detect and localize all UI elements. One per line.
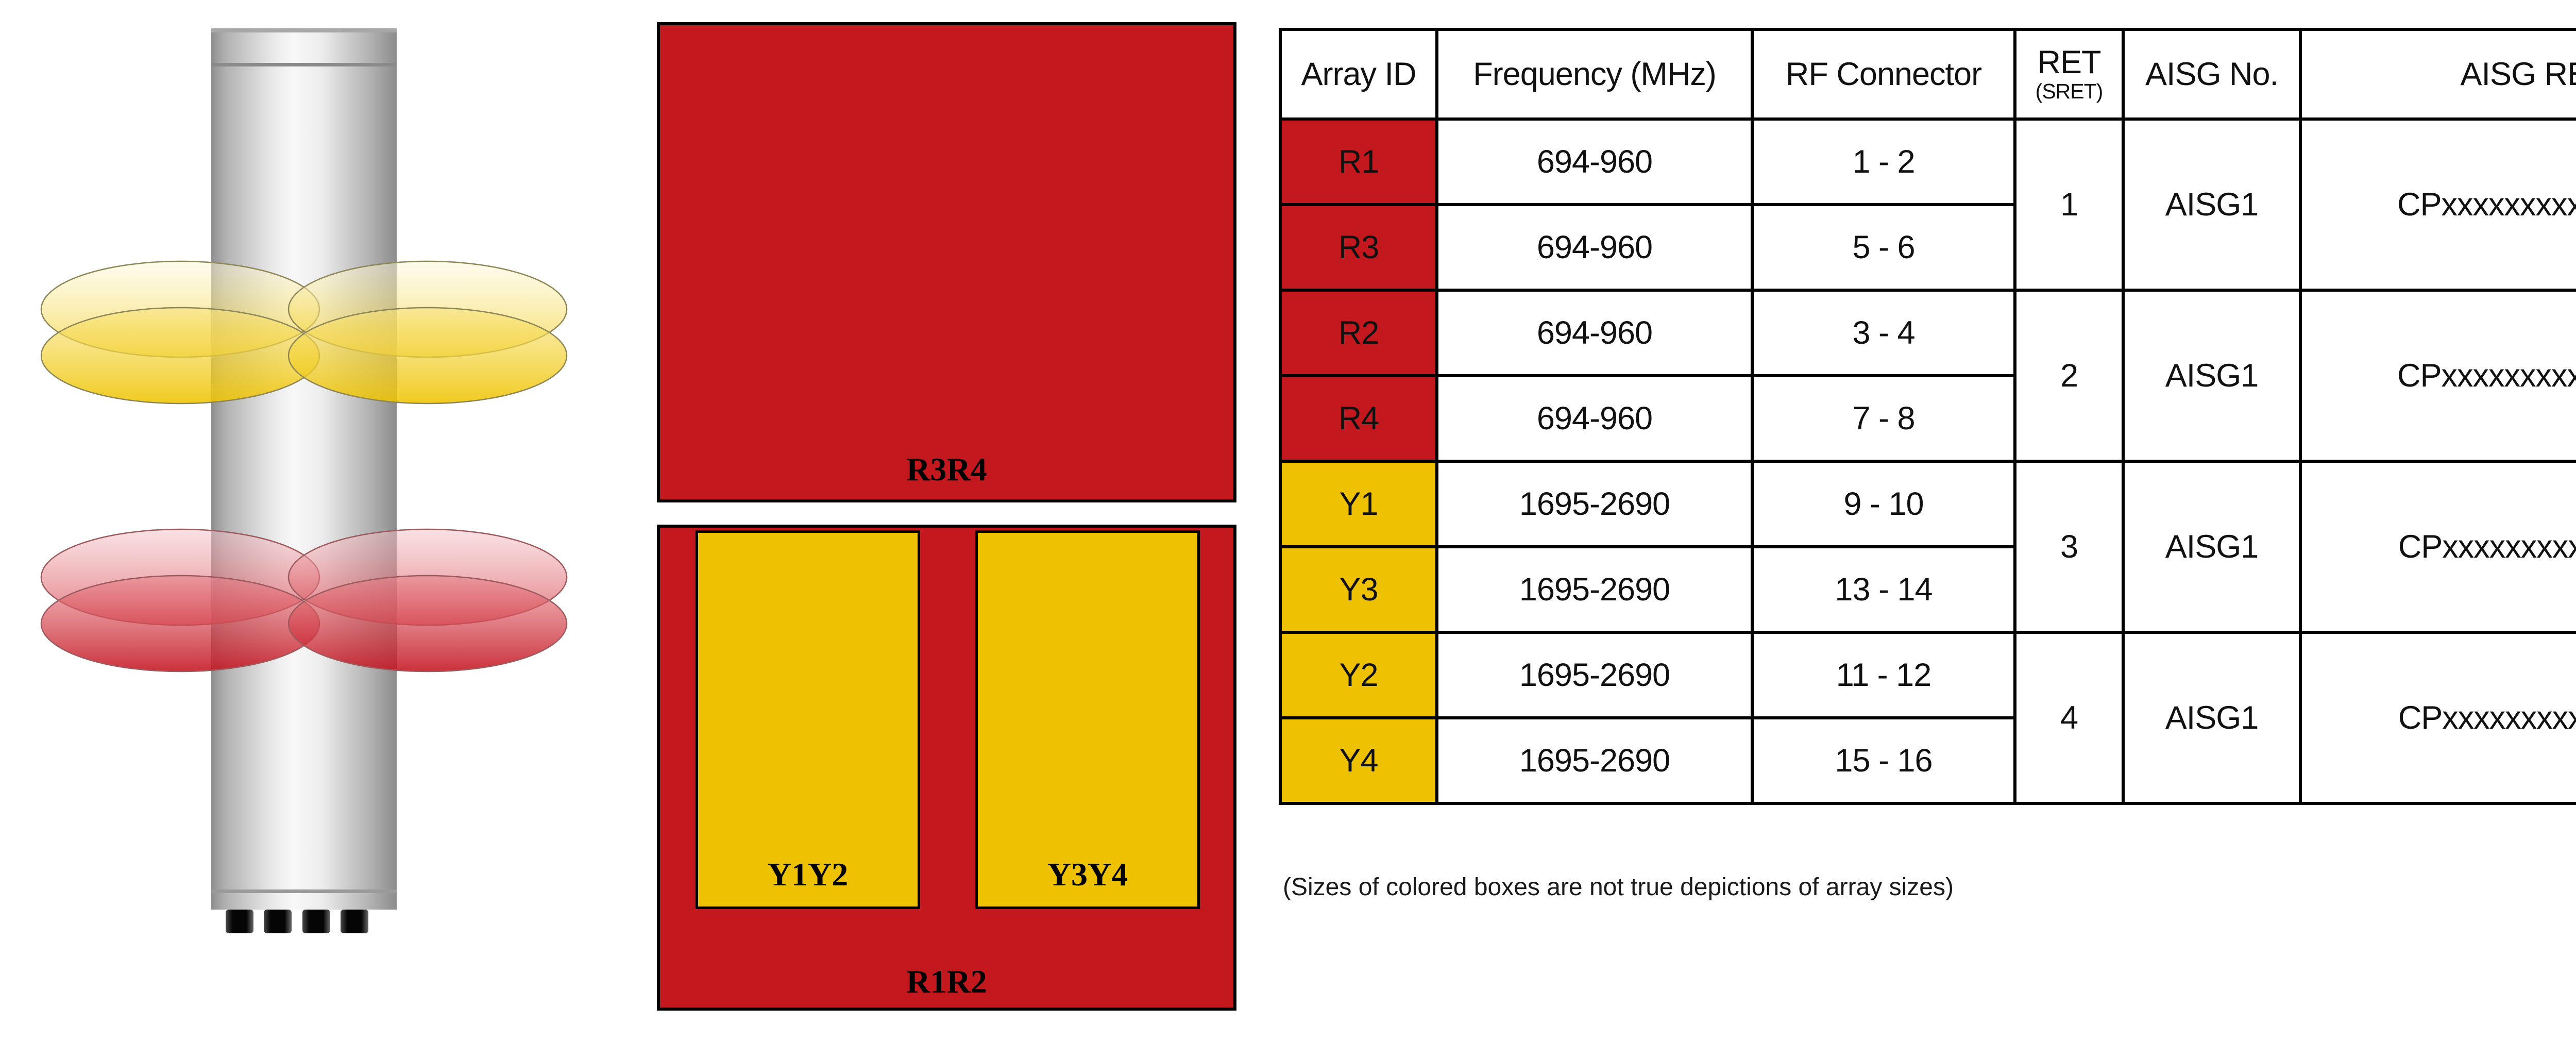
cell-ret-number: 1 [2013,117,2125,292]
antenna-svg [40,28,568,933]
array-box-r1r2: Y1Y2 Y3Y4 R1R2 [657,525,1236,1011]
cell-frequency: 1695-2690 [1435,631,1754,719]
red-beam-pattern-icon [40,528,568,673]
ret-configuration-table: Array ID Frequency (MHz) RF Connector RE… [1279,28,2576,805]
cell-frequency: 694-960 [1435,203,1754,292]
cell-rf-connector: 7 - 8 [1751,374,2016,463]
table-row: R1 694-960 1 - 2 1 AISG1 CPxxxxxxxxxxxxx… [1279,117,2576,292]
array-box-label: Y3Y4 [1047,856,1128,893]
cell-frequency: 694-960 [1435,374,1754,463]
cell-rf-connector: 1 - 2 [1751,117,2016,206]
header-ret-main: RET [2037,44,2102,81]
cell-array-id: Y2 [1279,631,1438,719]
cell-aisg-ret-uid: CPxxxxxxxxxxxxxxxxR2 [2299,289,2576,463]
header-aisg-ret-uid: AISG RET UID [2299,28,2576,121]
antenna-connector-stubs-icon [226,910,368,933]
array-box-r3r4: R3R4 [657,22,1236,502]
cell-array-id: Y3 [1279,545,1438,634]
array-box-y1y2: Y1Y2 [696,530,920,909]
header-rf-connector: RF Connector [1751,28,2016,121]
cell-array-id: R2 [1279,289,1438,377]
cell-frequency: 1695-2690 [1435,716,1754,805]
cell-aisg-no: AISG1 [2122,460,2302,634]
cell-aisg-no: AISG1 [2122,117,2302,292]
antenna-body-icon [211,28,397,910]
table-row: R4 694-960 7 - 8 [1279,374,2576,463]
header-frequency: Frequency (MHz) [1435,28,1754,121]
cell-array-id: R3 [1279,203,1438,292]
array-box-label: R1R2 [906,963,987,1000]
header-ret: RET (SRET) [2013,28,2125,121]
header-ret-sub: (SRET) [2035,79,2104,103]
table-row: Y4 1695-2690 15 - 16 [1279,716,2576,805]
cell-rf-connector: 3 - 4 [1751,289,2016,377]
table-header-row: Array ID Frequency (MHz) RF Connector RE… [1279,28,2576,121]
table-row: Y3 1695-2690 13 - 14 [1279,545,2576,634]
array-box-label: R3R4 [906,451,987,488]
cell-rf-connector: 13 - 14 [1751,545,2016,634]
cell-rf-connector: 11 - 12 [1751,631,2016,719]
cell-array-id: Y4 [1279,716,1438,805]
table-row: R3 694-960 5 - 6 [1279,203,2576,292]
table-row: Y2 1695-2690 11 - 12 4 AISG1 CPxxxxxxxxx… [1279,631,2576,805]
cell-frequency: 694-960 [1435,289,1754,377]
cell-rf-connector: 5 - 6 [1751,203,2016,292]
cell-aisg-ret-uid: CPxxxxxxxxxxxxxxxxY2 [2299,631,2576,805]
cell-frequency: 1695-2690 [1435,460,1754,548]
cell-ret-number: 3 [2013,460,2125,634]
cell-array-id: R1 [1279,117,1438,206]
cell-frequency: 694-960 [1435,117,1754,206]
cell-aisg-no: AISG1 [2122,289,2302,463]
cell-aisg-ret-uid: CPxxxxxxxxxxxxxxxxY1 [2299,460,2576,634]
cell-frequency: 1695-2690 [1435,545,1754,634]
table-row: R2 694-960 3 - 4 2 AISG1 CPxxxxxxxxxxxxx… [1279,289,2576,463]
array-box-label: Y1Y2 [767,856,849,893]
footnote-text: (Sizes of colored boxes are not true dep… [1283,874,1954,901]
header-array-id: Array ID [1279,28,1438,121]
cell-aisg-ret-uid: CPxxxxxxxxxxxxxxxxR1 [2299,117,2576,292]
antenna-illustration [31,21,598,943]
yellow-beam-pattern-icon [40,260,568,405]
cell-array-id: Y1 [1279,460,1438,548]
cell-array-id: R4 [1279,374,1438,463]
cell-ret-number: 2 [2013,289,2125,463]
table-row: Y1 1695-2690 9 - 10 3 AISG1 CPxxxxxxxxxx… [1279,460,2576,634]
cell-aisg-no: AISG1 [2122,631,2302,805]
cell-rf-connector: 15 - 16 [1751,716,2016,805]
cell-rf-connector: 9 - 10 [1751,460,2016,548]
header-aisg-no: AISG No. [2122,28,2302,121]
cell-ret-number: 4 [2013,631,2125,805]
array-box-y3y4: Y3Y4 [975,530,1200,909]
